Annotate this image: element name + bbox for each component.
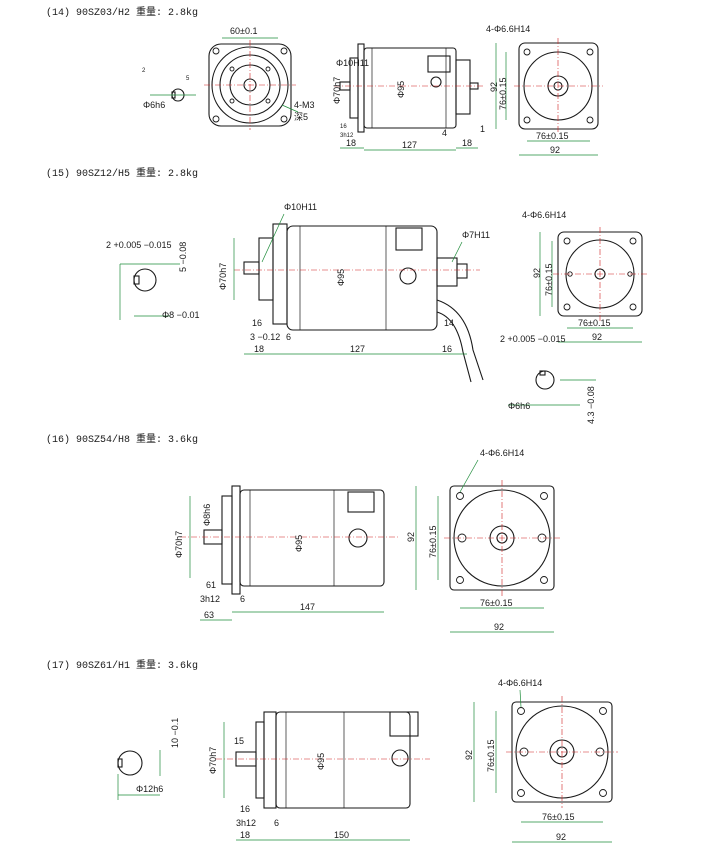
s17-body-dia: Φ95 bbox=[316, 753, 326, 770]
s16-d6: 6 bbox=[240, 594, 245, 604]
section-17: (17) 90SZ61/H1 重量: 3.6kg Φ12h6 10 −0.1 Φ… bbox=[46, 658, 618, 843]
s15-shaft-key-detail-2: 2 +0.005 −0.015 Φ6h6 4.3 −0.08 bbox=[500, 334, 596, 424]
s14-rear-view: 4-Φ6.6H14 76±0.15 92 76±0.15 92 bbox=[486, 24, 603, 156]
s15-d16b: 16 bbox=[442, 344, 452, 354]
s17-spigot: Φ70h7 bbox=[208, 747, 218, 774]
s17-pitch-h: 76±0.15 bbox=[542, 812, 574, 822]
s17-side-view: Φ70h7 15 Φ95 16 3h12 6 18 150 bbox=[208, 711, 430, 841]
section-14-title: (14) 90SZ03/H2 重量: 2.8kg bbox=[46, 5, 198, 19]
section-14: (14) 90SZ03/H2 重量: 2.8kg Φ6h6 2 5 bbox=[46, 5, 603, 156]
s17-d15: 15 bbox=[234, 736, 244, 746]
s14-boss: Φ10H11 bbox=[336, 58, 369, 68]
s14-shaft-key-detail: Φ6h6 2 5 bbox=[142, 68, 196, 110]
s17-shaft-key-detail: Φ12h6 10 −0.1 bbox=[117, 718, 180, 800]
s15-rear-view: 4-Φ6.6H14 76±0.15 92 76±0.15 92 bbox=[522, 210, 647, 343]
s14-side-h: 92 bbox=[550, 145, 560, 155]
s14-hole-spec: 4-Φ6.6H14 bbox=[486, 24, 530, 34]
s14-body-dia: Φ95 bbox=[396, 81, 406, 98]
s14-flange-width: 60±0.1 bbox=[230, 26, 257, 36]
s15-side-v: 92 bbox=[532, 268, 542, 278]
s15-hole-spec: 4-Φ6.6H14 bbox=[522, 210, 566, 220]
s14-shaft-dia: Φ6h6 bbox=[143, 100, 165, 110]
s17-shaft-dia: Φ12h6 bbox=[136, 784, 163, 794]
s16-d63: 63 bbox=[204, 610, 214, 620]
s16-body-dia: Φ95 bbox=[294, 535, 304, 552]
s15-key-tol: 2 +0.005 −0.015 bbox=[106, 240, 172, 250]
s16-side-view: Φ70h7 Φ8h6 Φ95 61 3h12 6 63 147 bbox=[174, 485, 400, 621]
s14-key-w: 2 bbox=[142, 68, 146, 74]
s15-key2-tol: 2 +0.005 −0.015 bbox=[500, 334, 566, 344]
s16-side-v: 92 bbox=[406, 532, 416, 542]
s17-d16: 16 bbox=[240, 804, 250, 814]
s16-side-h: 92 bbox=[494, 622, 504, 632]
s17-d6: 6 bbox=[274, 818, 279, 828]
s14-tap: 4-M3 bbox=[294, 100, 315, 110]
s14-pitch-h: 76±0.15 bbox=[536, 131, 568, 141]
s14-d4: 4 bbox=[442, 128, 447, 138]
s15-side-h: 92 bbox=[592, 332, 602, 342]
s16-pitch-v: 76±0.15 bbox=[428, 526, 438, 558]
s14-d16: 16 bbox=[340, 124, 347, 130]
s15-d3: 3 −0.12 bbox=[250, 332, 280, 342]
s15-side-view: Φ70h7 Φ10H11 Φ95 Φ7H11 16 3 −0.12 6 18 1… bbox=[218, 202, 490, 383]
section-16-title: (16) 90SZ54/H8 重量: 3.6kg bbox=[46, 432, 198, 446]
s15-shaft-dia: Φ8 −0.01 bbox=[162, 310, 199, 320]
s15-key2-h: 4.3 −0.08 bbox=[586, 386, 596, 424]
s16-pitch-h: 76±0.15 bbox=[480, 598, 512, 608]
s14-side-v: 92 bbox=[489, 82, 499, 92]
s15-boss-r: Φ7H11 bbox=[462, 230, 490, 240]
s15-spigot: Φ70h7 bbox=[218, 263, 228, 290]
s15-boss: Φ10H11 bbox=[284, 202, 317, 212]
s16-body-len: 147 bbox=[300, 602, 315, 612]
s15-d16: 16 bbox=[252, 318, 262, 328]
s14-d18b: 18 bbox=[462, 138, 472, 148]
s14-side-view: Φ10H11 Φ70h7 Φ95 16 3h12 18 127 4 18 1 bbox=[332, 43, 485, 151]
s17-pitch-v: 76±0.15 bbox=[486, 740, 496, 772]
section-15-title: (15) 90SZ12/H5 重量: 2.8kg bbox=[46, 166, 198, 180]
s15-d18: 18 bbox=[254, 344, 264, 354]
s15-pitch-h: 76±0.15 bbox=[578, 318, 610, 328]
s14-d18: 18 bbox=[346, 138, 356, 148]
s15-body-len: 127 bbox=[350, 344, 365, 354]
s16-rear-view: 4-Φ6.6H14 92 76±0.15 76±0.15 92 bbox=[406, 448, 560, 633]
s14-key-h: 5 bbox=[186, 76, 190, 82]
s16-d61: 61 bbox=[206, 580, 216, 590]
s15-d6: 6 bbox=[286, 332, 291, 342]
s15-body-dia: Φ95 bbox=[336, 269, 346, 286]
s17-d18: 18 bbox=[240, 830, 250, 840]
section-15: (15) 90SZ12/H5 重量: 2.8kg 2 +0.005 −0.015… bbox=[46, 166, 647, 424]
s17-body-len: 150 bbox=[334, 830, 349, 840]
s16-shaft-dia: Φ8h6 bbox=[202, 504, 212, 526]
section-16: (16) 90SZ54/H8 重量: 3.6kg Φ70h7 Φ8h6 Φ95 … bbox=[46, 432, 560, 633]
s15-pitch-v: 76±0.15 bbox=[544, 264, 554, 296]
s14-d3: 3h12 bbox=[340, 133, 354, 139]
s17-side-h: 92 bbox=[556, 832, 566, 842]
s17-key: 10 −0.1 bbox=[170, 718, 180, 748]
s17-d3: 3h12 bbox=[236, 818, 256, 828]
s14-depth: 深5 bbox=[294, 112, 308, 122]
s17-hole-spec: 4-Φ6.6H14 bbox=[498, 678, 542, 688]
s17-side-v: 92 bbox=[464, 750, 474, 760]
s16-spigot: Φ70h7 bbox=[174, 531, 184, 558]
s14-body-len: 127 bbox=[402, 140, 417, 150]
s16-hole-spec: 4-Φ6.6H14 bbox=[480, 448, 524, 458]
s14-front-view: 60±0.1 4-M3 深5 bbox=[204, 26, 315, 130]
s17-rear-view: 4-Φ6.6H14 92 76±0.15 76±0.15 92 bbox=[464, 678, 618, 843]
s15-shaft2: Φ6h6 bbox=[508, 401, 530, 411]
section-17-title: (17) 90SZ61/H1 重量: 3.6kg bbox=[46, 658, 198, 672]
s14-d1: 1 bbox=[480, 124, 485, 134]
s15-key-h: 5 −0.08 bbox=[178, 242, 188, 272]
s15-shaft-key-detail: 2 +0.005 −0.015 5 −0.08 Φ8 −0.01 bbox=[106, 240, 199, 320]
s15-d14: 14 bbox=[444, 318, 454, 328]
s14-spigot: Φ70h7 bbox=[332, 77, 342, 104]
s16-d3: 3h12 bbox=[200, 594, 220, 604]
s14-pitch-v: 76±0.15 bbox=[498, 78, 508, 110]
